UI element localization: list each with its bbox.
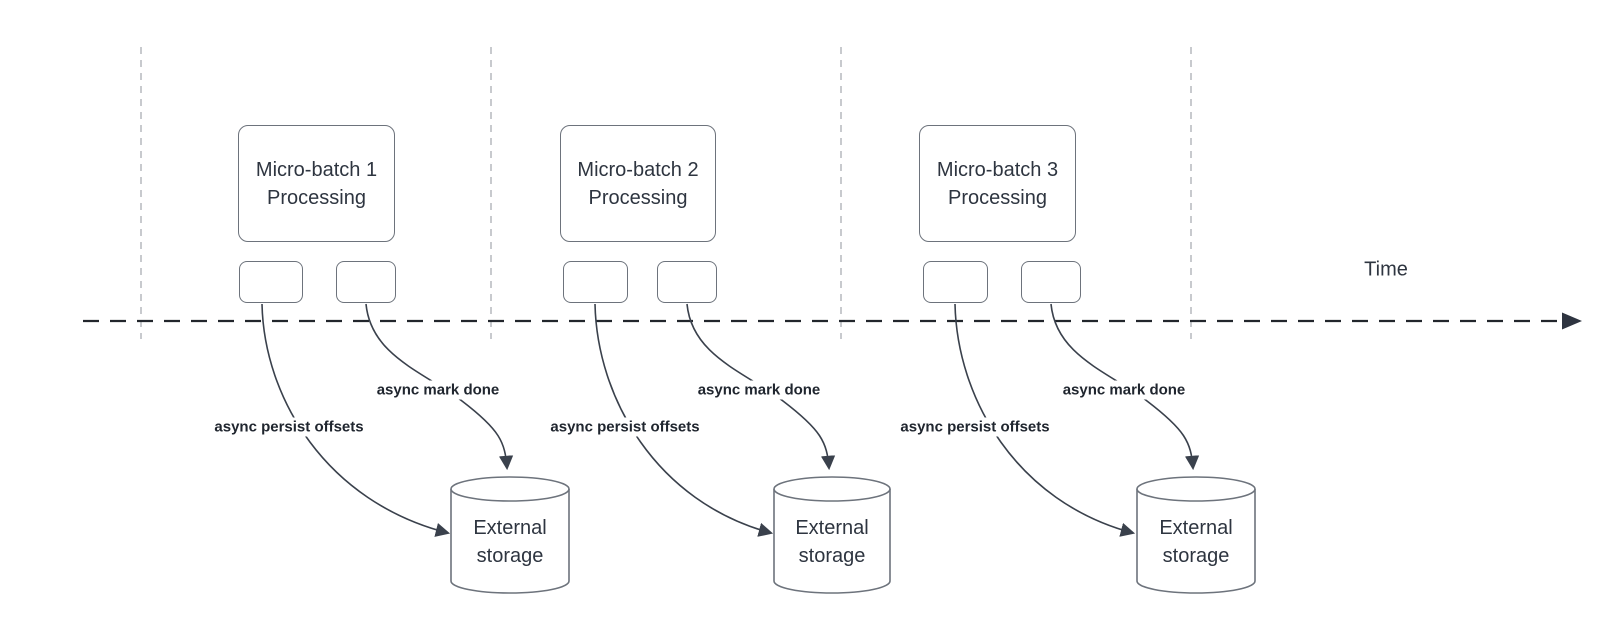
mark-done-task-box-2: [657, 261, 717, 303]
persist-offsets-arrow-1: [261, 303, 451, 537]
persist-offsets-label-3: async persist offsets: [897, 417, 1053, 437]
persist-task-box-2: [563, 261, 628, 303]
storage-label-1: External storage: [473, 517, 547, 567]
persist-offsets-arrow-2: [594, 303, 774, 537]
persist-task-box-1: [239, 261, 303, 303]
time-axis-label: Time: [1364, 258, 1408, 281]
process-box-1: Micro-batch 1 Processing: [238, 125, 395, 242]
persist-offsets-label-1: async persist offsets: [211, 417, 367, 437]
timeline-arrowhead-icon: [1562, 312, 1582, 330]
storage-label-2: External storage: [795, 517, 869, 567]
persist-offsets-label-2: async persist offsets: [547, 417, 703, 437]
mark-done-label-1: async mark done: [373, 380, 503, 400]
process-box-3: Micro-batch 3 Processing: [919, 125, 1076, 242]
external-storage-cylinder-1: [450, 476, 570, 594]
external-storage-cylinder-3: [1136, 476, 1256, 594]
persist-offsets-arrow-3: [954, 303, 1136, 537]
persist-task-box-3: [923, 261, 988, 303]
storage-label-3: External storage: [1159, 517, 1233, 567]
external-storage-cylinder-2: [773, 476, 891, 594]
process-box-2: Micro-batch 2 Processing: [560, 125, 716, 242]
mark-done-task-box-3: [1021, 261, 1081, 303]
mark-done-label-3: async mark done: [1059, 380, 1189, 400]
mark-done-task-box-1: [336, 261, 396, 303]
mark-done-label-2: async mark done: [694, 380, 824, 400]
